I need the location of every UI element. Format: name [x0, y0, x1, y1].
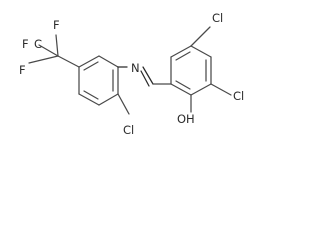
left-aromatic-ring: [78, 55, 119, 106]
hydroxyl-label: OH: [177, 112, 195, 126]
aryl-chlorine-group: Cl: [117, 93, 134, 137]
right-aromatic-ring: [170, 45, 212, 96]
fluorine-bottom: F: [22, 37, 29, 51]
fluorine-left: F: [19, 63, 26, 77]
chemical-structure-diagram: F C F F Cl N Cl Cl OH: [19, 11, 244, 137]
aryl-chlorine-label: Cl: [123, 123, 134, 137]
top-right-chlorine-label: Cl: [212, 11, 223, 25]
cf3-carbon-label: C: [34, 37, 42, 51]
fluorine-top: F: [53, 18, 60, 32]
right-chlorine-label: Cl: [233, 89, 244, 103]
phenol-substituents: Cl Cl OH: [177, 11, 244, 126]
imine-linkage: N: [117, 61, 172, 87]
trifluoromethyl-group: F C F F: [19, 18, 80, 77]
imine-nitrogen-label: N: [131, 61, 140, 75]
